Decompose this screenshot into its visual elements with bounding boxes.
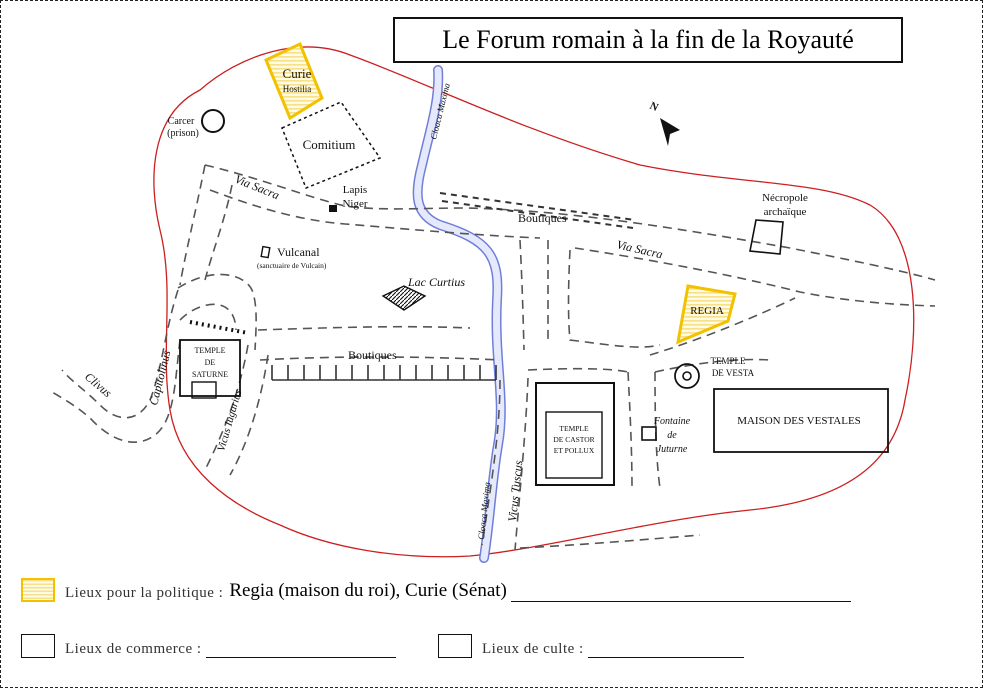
map-title-text: Le Forum romain à la fin de la Royauté <box>442 25 854 54</box>
lapis-niger-marker <box>329 205 337 212</box>
maison-vestales-building <box>713 388 889 453</box>
carcer-building <box>201 109 225 133</box>
temple-saturne-label-2: DE <box>205 358 216 367</box>
comitium-label: Comitium <box>303 137 356 152</box>
castor-label-3: ET POLLUX <box>554 446 595 455</box>
legend-politique-answer-line[interactable] <box>510 583 851 602</box>
capitolinus-label: Capitolinus <box>146 349 173 407</box>
vicus-iugarius-east <box>229 354 269 476</box>
vicus-iugarius-west <box>204 344 249 471</box>
vicus-iugarius-label: Vicus Iugarius <box>215 388 244 452</box>
via-sacra-south-edge <box>209 189 541 239</box>
legend-politique-label: Lieux pour la politique : <box>65 585 224 601</box>
hostilia-label: Hostilia <box>283 84 312 94</box>
legend-culte-label: Lieux de culte : <box>482 641 584 657</box>
lapis-label: Lapis <box>343 184 367 196</box>
vulcanal-note-label: (sanctuaire de Vulcain) <box>257 261 327 270</box>
clivus-capitolinus-north <box>61 289 179 419</box>
temple-castor-inner <box>545 411 603 479</box>
boutiques-south-shops <box>271 365 497 381</box>
saturne-loop-outer <box>177 273 257 351</box>
lac-curtius-area <box>381 285 427 311</box>
vulcanal-label: Vulcanal <box>277 245 320 259</box>
curie-hostilia-building <box>264 41 324 121</box>
archaique-label: archaïque <box>764 206 807 218</box>
central-road-west <box>519 239 525 351</box>
carcer-label: Carcer <box>168 116 195 127</box>
vesta-north-road <box>654 358 771 373</box>
temple-saturne-colonnade <box>189 320 249 335</box>
fontaine-label-1: Fontaine <box>653 416 691 427</box>
maison-vestales-label: MAISON DES VESTALES <box>737 415 861 427</box>
vicus-tuscus-east <box>514 377 529 551</box>
temple-castor-outer <box>535 382 615 486</box>
temple-castor-pollux: TEMPLE DE CASTOR ET POLLUX <box>535 382 615 486</box>
temple-vesta-outer <box>674 363 700 389</box>
west-road-inner <box>204 184 233 281</box>
regia-label: REGIA <box>690 305 724 317</box>
boutiques-south-label: Boutiques <box>348 348 397 362</box>
niger-label: Niger <box>342 198 367 210</box>
north-arrow-icon <box>660 118 680 146</box>
legend-politique-answer[interactable]: Regia (maison du roi), Curie (Sénat) <box>229 580 507 601</box>
castor-east-road <box>627 371 633 491</box>
saturne-loop-inner <box>179 303 237 331</box>
necropole-building <box>749 219 784 255</box>
castor-label-2: DE CASTOR <box>553 435 594 444</box>
legend-politique: Lieux pour la politique : Regia (maison … <box>21 578 851 602</box>
via-sacra-west-label: Via Sacra <box>233 172 282 203</box>
temple-saturne: TEMPLE DE SATURNE <box>179 320 249 399</box>
curie-label: Curie <box>283 66 312 81</box>
vicus-tuscus-label: Vicus Tuscus <box>505 459 525 522</box>
forum-south-line <box>257 325 471 331</box>
via-sacra-north-edge <box>204 164 936 281</box>
north-arrow-label: N <box>648 100 660 114</box>
regia-west-road <box>567 249 661 348</box>
clivus-capitolinus-south <box>51 339 181 443</box>
legend-culte-answer-line[interactable] <box>587 639 744 658</box>
regia-building <box>676 284 737 345</box>
regia-south-road <box>649 297 796 356</box>
comitium-area <box>281 101 382 189</box>
forum-boundary <box>153 46 915 558</box>
west-road-outer <box>179 164 206 286</box>
temple-vesta-inner <box>682 371 692 381</box>
vulcanal-shrine <box>260 245 271 259</box>
temple-vesta-label-2: DE VESTA <box>712 368 755 378</box>
via-sacra-south-edge-east <box>574 247 936 307</box>
lac-curtius-label: Lac Curtius <box>407 275 465 289</box>
legend-commerce-label: Lieux de commerce : <box>65 641 202 657</box>
prison-label: (prison) <box>167 128 199 139</box>
legend-commerce-swatch <box>21 634 55 658</box>
temple-saturne-label-3: SATURNE <box>192 370 228 379</box>
legend-politique-swatch <box>21 578 55 602</box>
cloaca-maxima-channel-inner <box>414 66 505 562</box>
boutiques-north-label: Boutiques <box>518 211 567 225</box>
fontaine-juturne-basin <box>641 426 657 441</box>
temple-saturne-podium <box>191 381 217 399</box>
fontaine-label-3: Juturne <box>657 444 688 455</box>
legend-culte: Lieux de culte : <box>438 634 744 658</box>
fontaine-label-2: de <box>667 430 677 441</box>
legend-culte-swatch <box>438 634 472 658</box>
castor-north-road <box>527 367 629 373</box>
boutiques-south-teeth <box>271 365 497 380</box>
map-title: Le Forum romain à la fin de la Royauté <box>393 17 903 63</box>
castor-label-1: TEMPLE <box>559 424 589 433</box>
necropole-label: Nécropole <box>762 192 808 204</box>
legend-commerce-answer-line[interactable] <box>205 639 396 658</box>
legend-commerce: Lieux de commerce : <box>21 634 396 658</box>
temple-saturne-label-1: TEMPLE <box>194 346 225 355</box>
clivus-label: Clivus <box>82 370 115 401</box>
castor-south-road <box>519 534 701 549</box>
temple-saturne-building <box>179 339 241 397</box>
temple-vesta-label-1: TEMPLE <box>711 356 747 366</box>
vicus-tuscus-west <box>481 379 501 546</box>
